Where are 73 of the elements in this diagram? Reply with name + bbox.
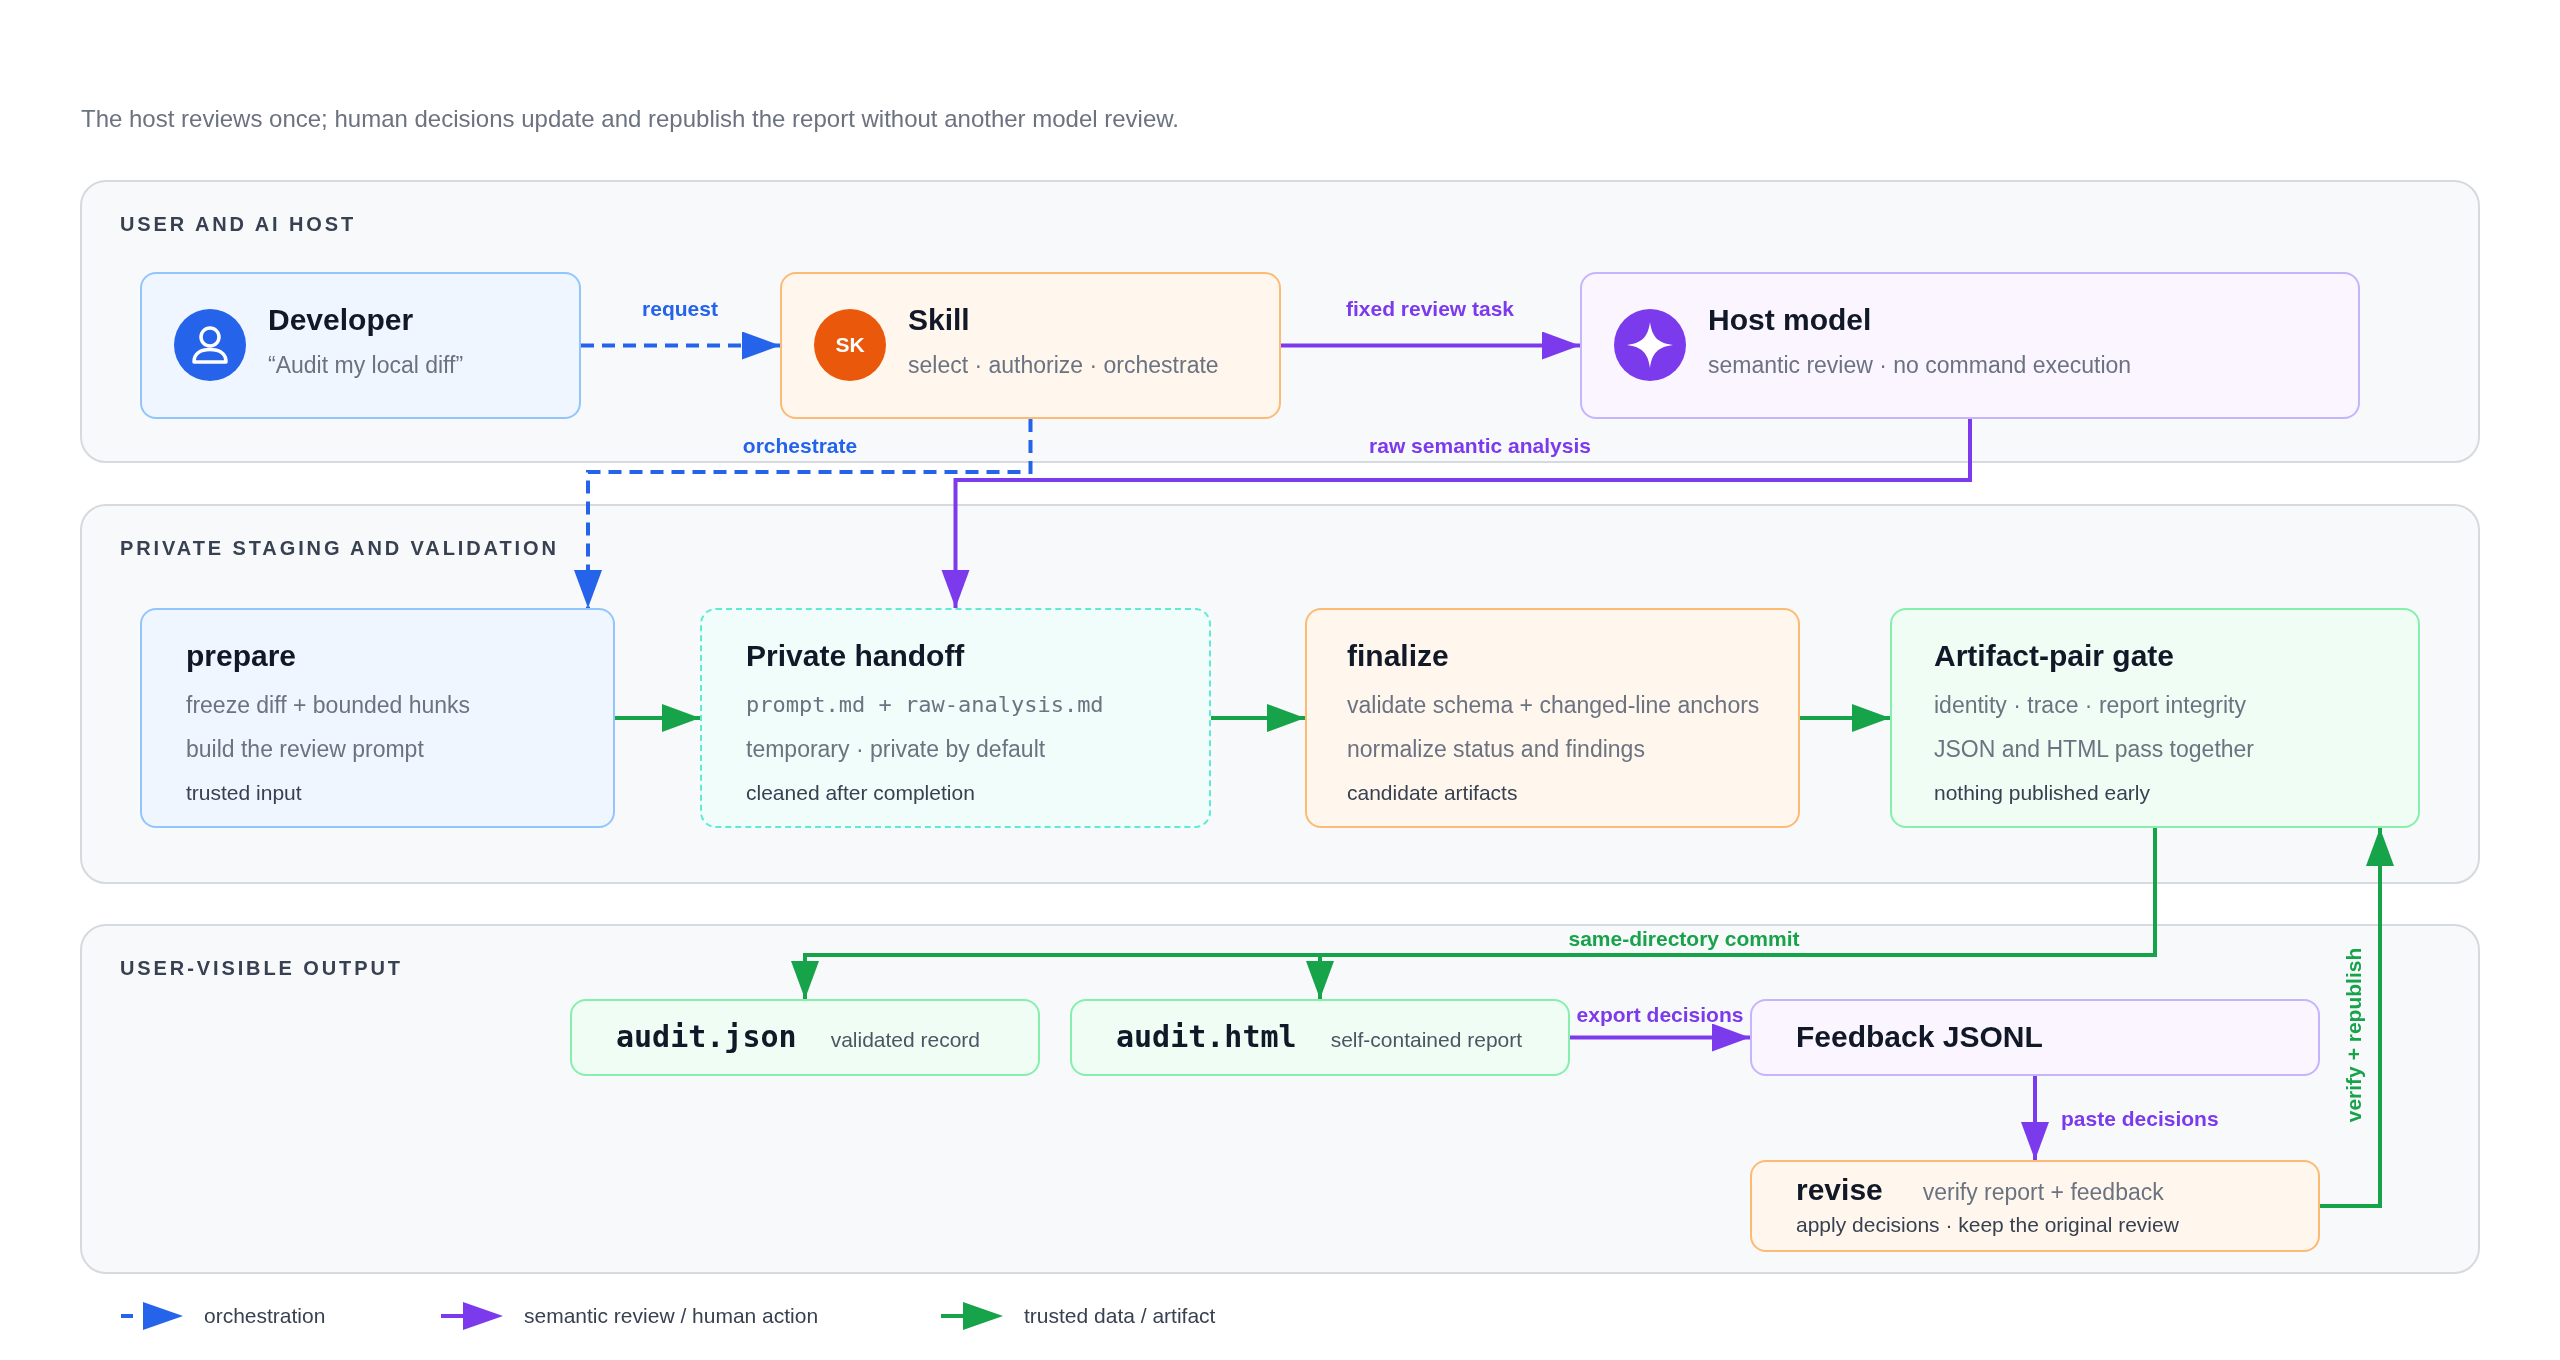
edge-label: paste decisions	[2061, 1107, 2219, 1131]
section-heading: PRIVATE STAGING AND VALIDATION	[120, 536, 559, 561]
edge-label: raw semantic analysis	[1369, 434, 1591, 458]
arrow	[1570, 1023, 1750, 1052]
legend-label: trusted data / artifact	[1024, 1303, 1216, 1329]
box-note: cleaned after completion	[746, 780, 975, 806]
arrow	[1306, 955, 1334, 999]
initials-avatar: SK	[814, 309, 886, 381]
subtitle: The host reviews once; human decisions update and republish the report without another model review.	[81, 105, 1179, 133]
edge-label: verify + republish	[2342, 947, 2366, 1123]
box-title: finalize	[1347, 638, 1449, 674]
box-note: apply decisions · keep the original review	[1796, 1212, 2179, 1238]
box-text: identity · trace · report integrity	[1934, 691, 2246, 720]
legend-label: semantic review / human action	[524, 1303, 819, 1329]
box-title: Host model	[1708, 302, 1872, 338]
box-note: trusted input	[186, 780, 302, 806]
file-box	[1750, 999, 2320, 1076]
section-panel	[80, 924, 2480, 1274]
arrow	[2320, 828, 2394, 1208]
box-subtitle: select · authorize · orchestrate	[908, 351, 1219, 380]
edge-label: export decisions	[1576, 1003, 1744, 1027]
file-names: prompt.md + raw-analysis.md	[746, 691, 1104, 719]
role-card	[1580, 272, 2360, 419]
arrow	[941, 419, 1972, 608]
arrow	[2021, 1076, 2049, 1160]
process-box	[140, 608, 615, 828]
arrow	[791, 953, 1320, 999]
box-note: candidate artifacts	[1347, 780, 1518, 806]
dashed-arrow	[574, 419, 1033, 608]
section-heading: USER-VISIBLE OUTPUT	[120, 956, 403, 981]
box-title: Developer	[268, 302, 414, 338]
edge-label: fixed review task	[1345, 297, 1515, 321]
box-subtitle: semantic review · no command execution	[1708, 351, 2132, 380]
connector-line	[1320, 828, 2157, 957]
file-box	[1070, 999, 1570, 1076]
box-text: temporary · private by default	[746, 735, 1046, 764]
box-note: validated record	[830, 1027, 981, 1053]
role-card	[780, 272, 1281, 419]
box-title: revise	[1796, 1172, 1883, 1208]
file-box	[570, 999, 1040, 1076]
box-text: build the review prompt	[186, 735, 424, 764]
process-box	[1750, 1160, 2320, 1252]
box-text: JSON and HTML pass together	[1934, 735, 2254, 764]
arrow	[1211, 704, 1305, 732]
file-name: audit.html	[1116, 1018, 1297, 1056]
dashed-arrow	[581, 331, 780, 360]
legend-label: orchestration	[204, 1303, 326, 1329]
edge-label: same-directory commit	[1568, 927, 1800, 951]
section-heading: USER AND AI HOST	[120, 212, 357, 237]
box-note: nothing published early	[1934, 780, 2150, 806]
process-box	[700, 608, 1211, 828]
edge-label: request	[642, 297, 718, 321]
box-subtitle: verify report + feedback	[1922, 1178, 2164, 1207]
process-box	[1305, 608, 1800, 828]
box-text: normalize status and findings	[1347, 735, 1645, 764]
box-note: self-contained report	[1330, 1027, 1523, 1053]
box-title: prepare	[186, 638, 297, 674]
box-subtitle: “Audit my local diff”	[268, 351, 464, 380]
section-panel	[80, 504, 2480, 884]
box-text: freeze diff + bounded hunks	[186, 691, 471, 720]
box-title: Private handoff	[746, 638, 965, 674]
box-title: Artifact-pair gate	[1934, 638, 2175, 674]
box-title: Skill	[908, 302, 970, 338]
process-box	[1890, 608, 2420, 828]
role-card	[140, 272, 581, 419]
arrow	[1281, 331, 1580, 360]
box-text: validate schema + changed-line anchors	[1347, 691, 1760, 720]
section-panel	[80, 180, 2480, 463]
arrow	[615, 704, 700, 732]
arrow	[1800, 704, 1890, 732]
edge-label: orchestrate	[742, 434, 858, 458]
box-title: Feedback JSONL	[1796, 1019, 2043, 1055]
file-name: audit.json	[616, 1018, 797, 1056]
